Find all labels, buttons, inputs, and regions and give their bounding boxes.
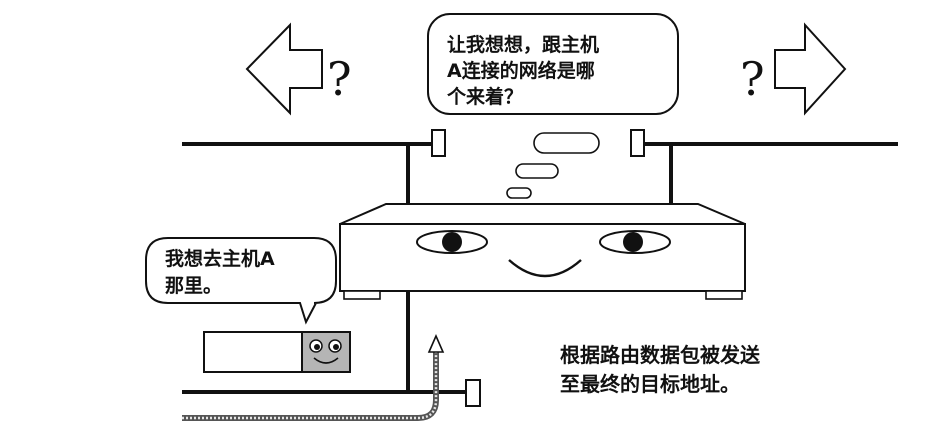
- packet-bubble-line-2: 那里。: [165, 275, 222, 297]
- packet-path: [182, 334, 445, 421]
- packet-head: [301, 331, 351, 373]
- router-mouth: [508, 259, 582, 278]
- router-bubble-box: [427, 13, 679, 115]
- left-arrow: ?: [245, 22, 352, 116]
- thought-bubble-2: [515, 163, 559, 179]
- router-bubble-line-1: 让我想想，跟主机: [447, 33, 599, 56]
- packet-left-pupil: [314, 344, 320, 350]
- right-arrow-icon: [774, 22, 847, 116]
- connector-right: [630, 129, 645, 157]
- connectors: [431, 129, 645, 407]
- connector-bottom: [465, 379, 481, 407]
- svg-text:根据路由数据包被发送 至最终的目标地址。: 根据路由数据包被发送 至最终的目标地址。: [560, 343, 767, 396]
- right-question-mark: ?: [740, 52, 765, 106]
- packet-mouth: [313, 357, 339, 364]
- packet-body: [203, 331, 303, 373]
- thought-bubble-1: [533, 132, 600, 154]
- caption-line-1: 根据路由数据包被发送: [560, 343, 761, 367]
- router-body: [339, 223, 746, 292]
- packet: [203, 331, 351, 373]
- packet-path-inner: [182, 350, 438, 420]
- packet-bubble-box: [145, 237, 337, 325]
- router-top: [339, 203, 746, 225]
- router-speech-bubble: 让我想想，跟主机 A连接的网络是哪 个来着？: [427, 13, 679, 115]
- packet-speech-bubble: 我想去主机A 那里。: [145, 237, 337, 325]
- router-bubble-line-3: 个来着？: [446, 85, 523, 108]
- router-right-pupil: [623, 232, 643, 252]
- router-foot-left: [343, 290, 381, 300]
- left-question-mark: ?: [327, 52, 352, 106]
- packet-path-arrowhead: [427, 334, 445, 353]
- right-arrow: ?: [740, 22, 847, 116]
- svg-text:让我想想，跟主机 A连接的网络是哪: 让我想想，跟主机 A连接的网络是哪 个来着？: [446, 33, 606, 108]
- router: [339, 203, 746, 300]
- caption-line-2: 至最终的目标地址。: [560, 372, 740, 396]
- left-arrow-icon: [245, 22, 323, 116]
- router-bubble-line-2: A连接的网络是哪: [447, 59, 595, 82]
- router-left-pupil: [442, 232, 462, 252]
- network-lines: [182, 142, 898, 394]
- packet-right-pupil: [333, 344, 339, 350]
- svg-text:我想去主机A 那里。: 我想去主机A 那里。: [165, 247, 281, 297]
- router-face: [416, 230, 671, 278]
- thought-bubbles: [506, 132, 600, 199]
- connector-left: [431, 129, 446, 157]
- thought-bubble-3: [506, 187, 532, 199]
- packet-bubble-line-1: 我想去主机A: [165, 247, 275, 270]
- router-foot-right: [705, 290, 743, 300]
